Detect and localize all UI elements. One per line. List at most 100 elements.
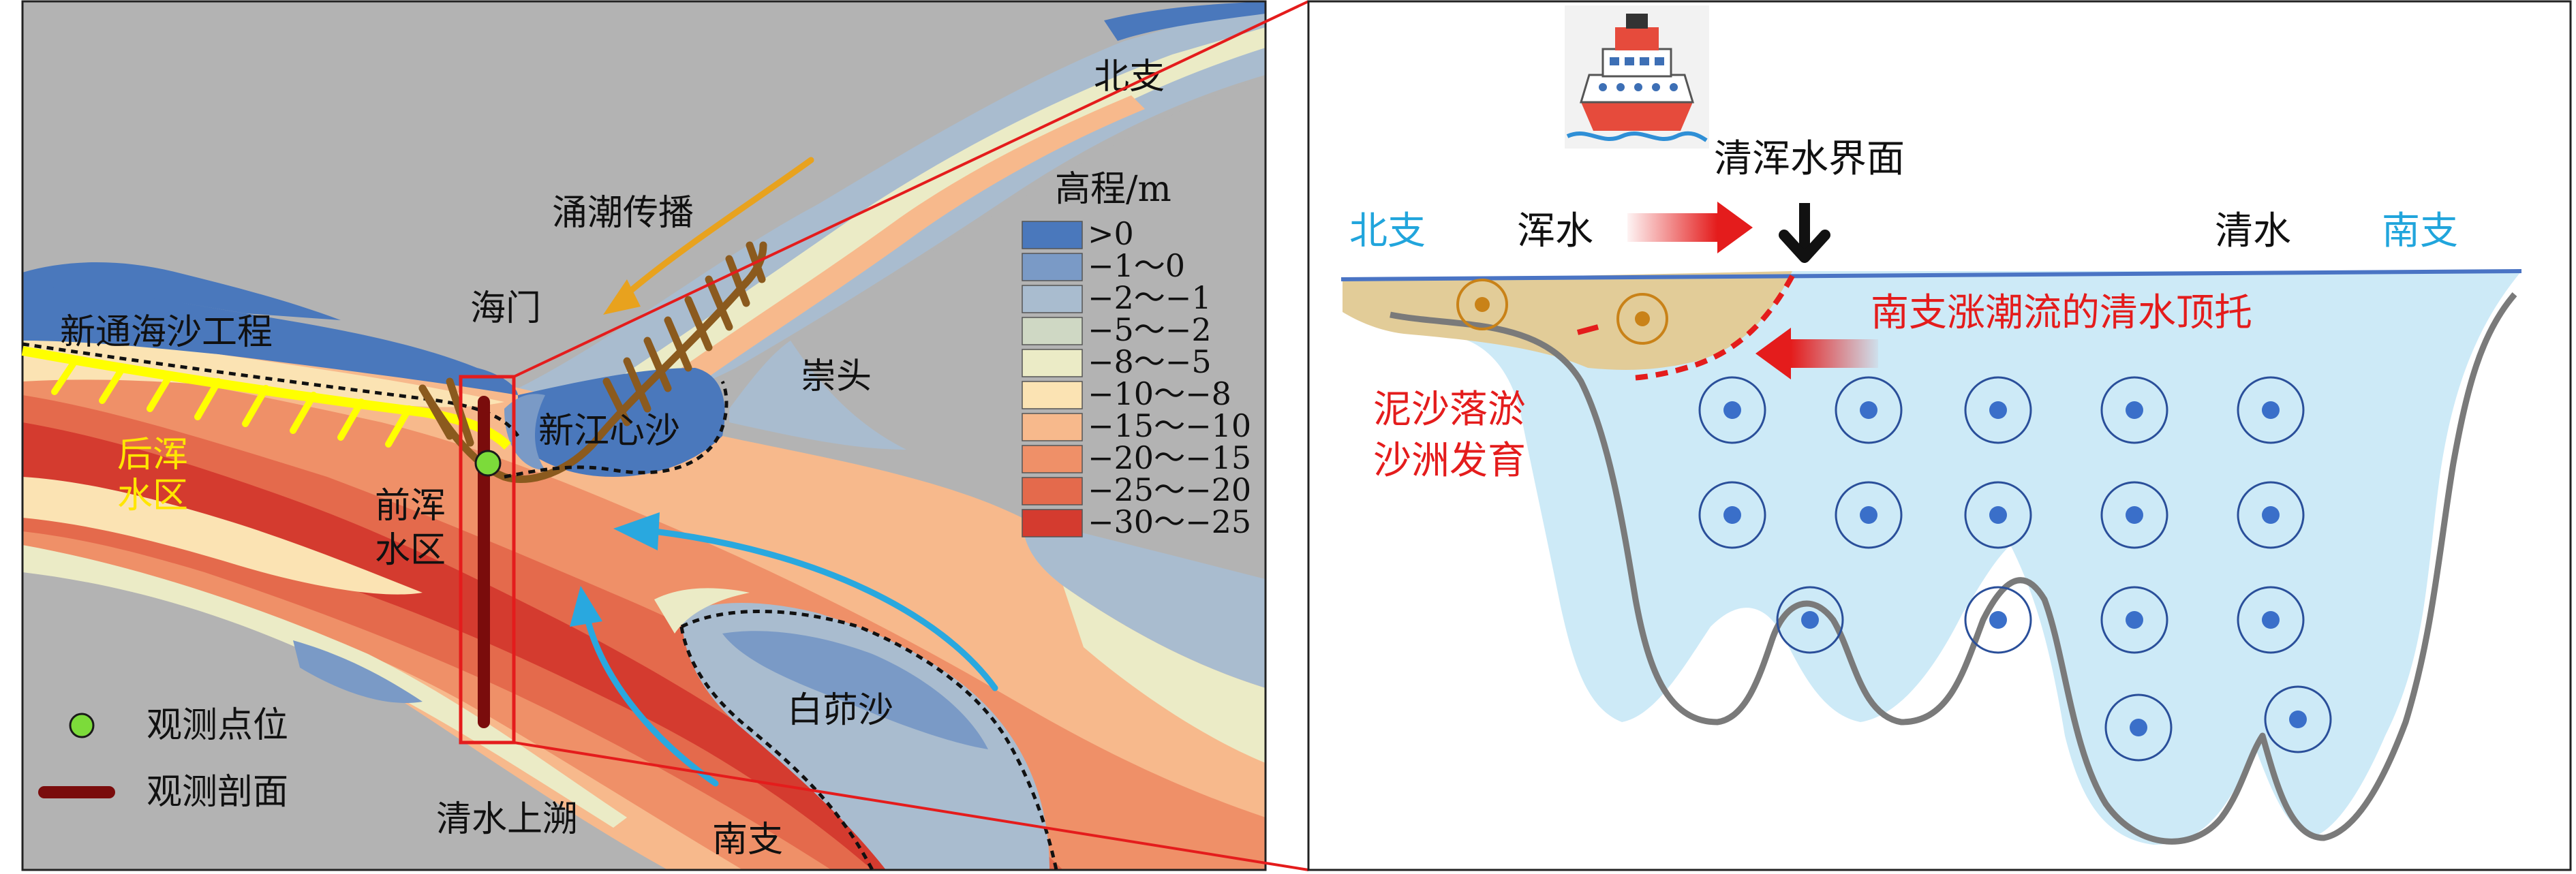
down-arrow-icon <box>1779 203 1830 263</box>
legend-label: −30～−25 <box>1088 503 1251 540</box>
clear-particle-core <box>1860 506 1877 524</box>
flow-arrow-head-1 <box>613 512 660 550</box>
clear-particle-ring <box>1776 586 1844 654</box>
xintong-shoal <box>22 341 504 407</box>
clear-particle-core <box>2130 719 2147 736</box>
elevation-legend: 高程/m >0−1～0−2～−1−5～−2−8～−5−10～−8−15～−10 −… <box>1022 169 1251 540</box>
legend-swatch <box>1022 253 1083 281</box>
south-branch-east-2 <box>1063 586 1266 763</box>
baimaosha-dashed <box>680 610 1058 871</box>
label-schem-north-branch: 北支 <box>1349 209 1426 253</box>
label-deposition-2: 沙洲发育 <box>1373 439 1526 483</box>
clear-particle-core <box>2262 611 2280 629</box>
clear-particle-ring <box>2104 693 2173 762</box>
clear-particle-ring <box>1835 481 1903 549</box>
interface-dashed-red-2 <box>1576 324 1599 335</box>
south-branch-east <box>1022 518 1266 688</box>
zoom-connector-bottom <box>513 741 1309 871</box>
label-clear-water: 清水 <box>2215 209 2291 253</box>
xinjiangxinsha-island <box>518 368 725 477</box>
legend-label: −5～−2 <box>1088 311 1212 348</box>
ship-icon <box>1565 5 1709 149</box>
legend-label: −2～−1 <box>1088 279 1212 316</box>
clear-water-body <box>1363 271 2521 845</box>
xinjiangxinsha-dashed <box>504 380 729 479</box>
legend-label: −15～−10 <box>1088 407 1251 444</box>
legend-label: −8～−5 <box>1088 343 1212 380</box>
clear-particle-ring <box>2237 586 2305 654</box>
legend-swatch <box>1022 285 1083 313</box>
chongming-head <box>722 75 1266 579</box>
zoom-connector-top <box>513 0 1309 378</box>
clear-particle-ring <box>2237 376 2305 444</box>
clear-particle-ring <box>1964 586 2032 654</box>
label-clear-water-upstream: 清水上溯 <box>436 799 578 840</box>
clear-particle-ring <box>2264 685 2332 753</box>
clear-particle-core <box>2262 401 2280 419</box>
label-xinjiangxinsha: 新江心沙 <box>538 411 680 452</box>
baimaosha-dashed-2 <box>679 626 874 871</box>
label-surge-propagation: 涌潮传播 <box>552 193 694 234</box>
label-back-turbid-2: 水区 <box>117 475 188 516</box>
legend-swatch <box>1022 445 1083 473</box>
legend-swatch <box>1022 221 1083 249</box>
label-north-branch: 北支 <box>1094 57 1165 97</box>
label-clear-support: 南支涨潮流的清水顶托 <box>1871 291 2252 335</box>
clear-particle-core <box>2262 506 2280 524</box>
clear-support-arrow <box>1755 328 1878 379</box>
clear-particle-core <box>1989 506 2007 524</box>
legend-swatch <box>1022 317 1083 345</box>
clear-particle-ring <box>2237 481 2305 549</box>
legend-observation-point-icon <box>69 713 95 738</box>
southern-shore-band <box>22 559 668 870</box>
clear-particle-core <box>2289 711 2307 728</box>
xintong-land <box>22 272 518 395</box>
clear-water-particles <box>1698 376 2332 762</box>
label-front-turbid-1: 前浑 <box>375 486 446 527</box>
clear-particle-core <box>1723 506 1741 524</box>
legend-swatch <box>1022 509 1083 537</box>
estuary-map: 北支 涌潮传播 海门 新通海沙工程 崇头 新江心沙 后浑 水区 前浑 水区 白茆… <box>21 0 1267 871</box>
north-branch-deep <box>681 95 1145 381</box>
main-channel-band <box>22 477 423 595</box>
clear-particle-ring <box>1964 481 2032 549</box>
sediment-particles <box>1456 279 1668 345</box>
label-baimaosha: 白茆沙 <box>787 690 893 731</box>
clear-particle-ring <box>2100 481 2168 549</box>
sandbar-hatch <box>418 241 767 483</box>
clear-particle-core <box>2126 611 2143 629</box>
water-surface-line <box>1340 269 2522 281</box>
turbid-push-arrow <box>1627 202 1753 253</box>
legend-label: −10～−8 <box>1088 375 1231 412</box>
clear-particle-ring <box>1964 376 2032 444</box>
label-schem-south-branch: 南支 <box>2382 209 2458 253</box>
legend-swatch <box>1022 477 1083 505</box>
legend-observation-point-label: 观测点位 <box>147 705 288 746</box>
label-south-branch: 南支 <box>712 820 783 860</box>
flow-arrows <box>583 528 998 787</box>
label-chongtou: 崇头 <box>801 356 872 397</box>
cross-section-schematic: 清浑水界面 北支 浑水 清水 南支 南支涨潮流的清水顶托 泥沙落淤 沙洲发育 <box>1307 0 2572 871</box>
legend-label: >0 <box>1088 215 1134 252</box>
observation-point-marker <box>474 450 502 477</box>
legend-title: 高程/m <box>1055 169 1171 210</box>
turbid-water-body <box>1343 271 1792 370</box>
baimaosha-core <box>722 631 988 749</box>
legend-observation-profile-label: 观测剖面 <box>147 772 288 813</box>
channel-bed-outline <box>1390 292 2517 845</box>
label-back-turbid-1: 后浑 <box>117 435 188 475</box>
flow-arrow-head-2 <box>570 586 602 627</box>
label-turbid-water: 浑水 <box>1517 209 1593 253</box>
label-haimen: 海门 <box>470 288 541 329</box>
legend-label: −1～0 <box>1088 247 1185 284</box>
label-front-turbid-2: 水区 <box>375 530 446 571</box>
chongming-shoal <box>729 341 906 450</box>
label-deposition-1: 泥沙落淤 <box>1373 388 1526 432</box>
surge-arrow-shaft <box>617 157 814 303</box>
map-frame <box>21 0 1267 871</box>
clear-particle-core <box>2126 506 2143 524</box>
label-interface: 清浑水界面 <box>1714 137 1905 181</box>
southern-shore-shoal <box>22 545 627 828</box>
clear-particle-ring <box>2100 376 2168 444</box>
